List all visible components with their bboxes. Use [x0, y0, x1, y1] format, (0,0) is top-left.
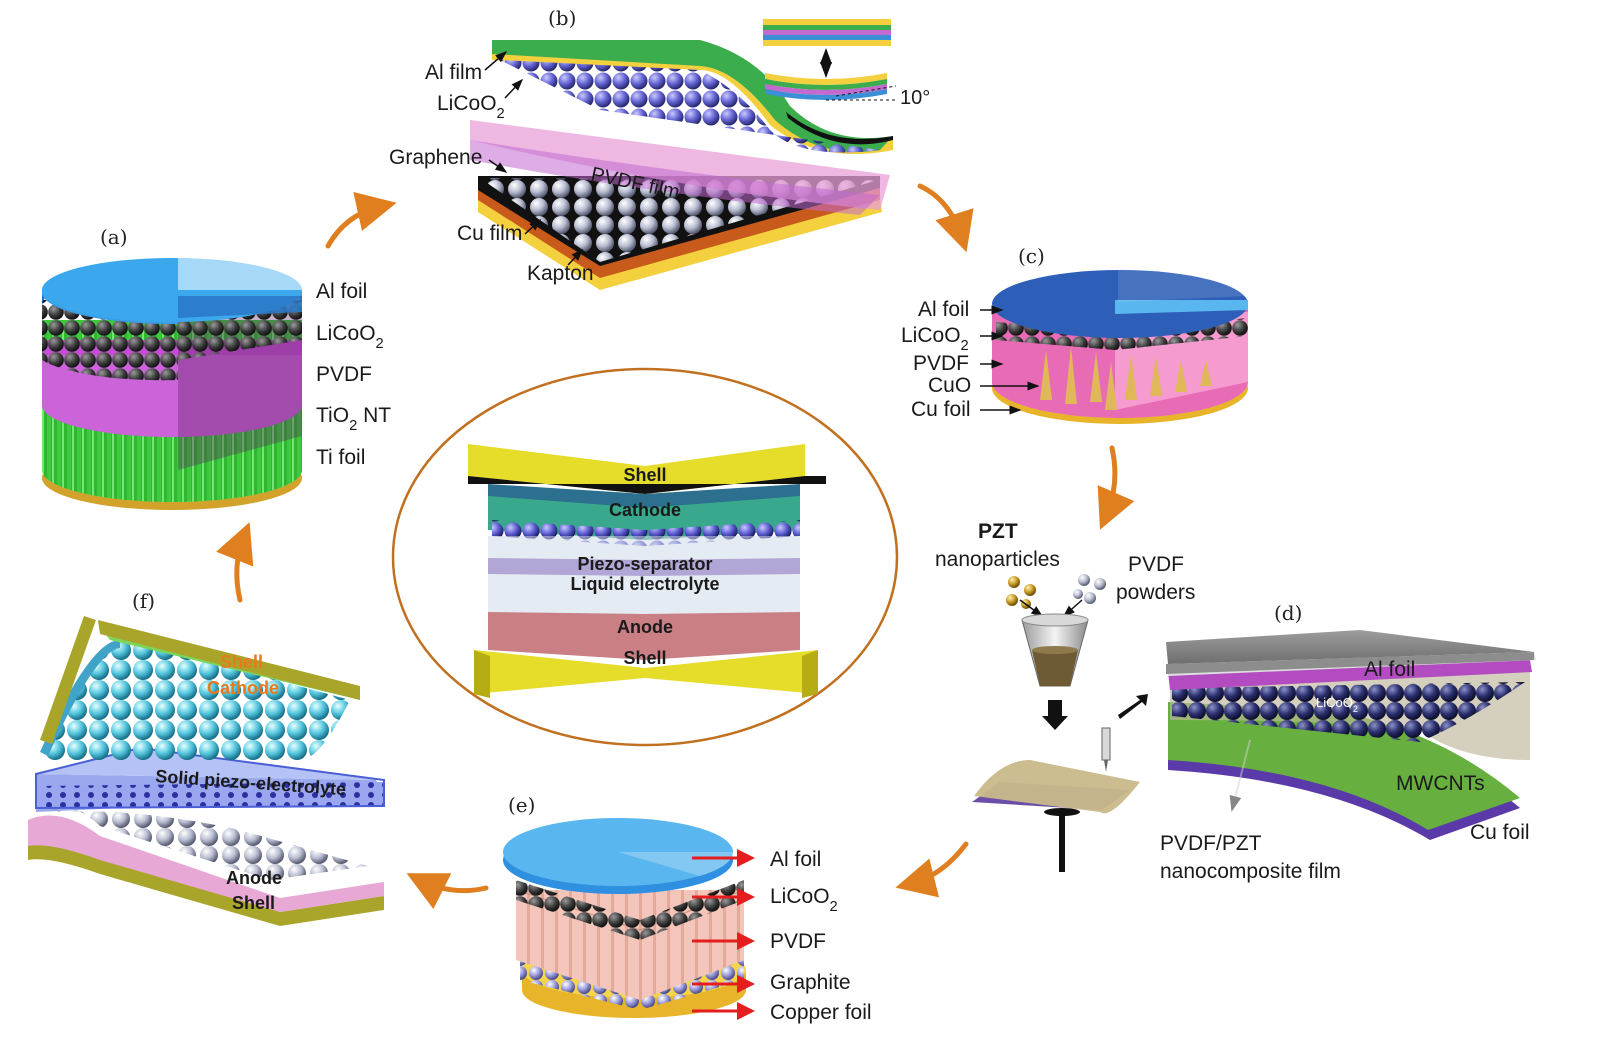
panel-d-label-cu-foil: Cu foil [1470, 821, 1530, 844]
panel-b-angle-label: 10° [900, 87, 930, 109]
panel-c-label-cuo: CuO [928, 374, 971, 397]
center-ellipse-outline [391, 367, 899, 747]
center-label-shell-bottom: Shell [623, 648, 666, 668]
panel-b-label-al-film: Al film [425, 61, 482, 84]
panel-c-tag: (c) [1018, 244, 1045, 268]
panel-d-labels-top: PZT nanoparticles PVDF powders [935, 520, 1195, 604]
panel-d-label-pvdf: PVDF [1128, 553, 1184, 576]
panel-d: (d) PZT nanoparticles PVDF powders [935, 520, 1536, 883]
panel-b-bend-inset: 10° [763, 19, 930, 109]
panel-d-label-licoo2: LiCoO2 [1316, 695, 1358, 714]
panel-f-label-cathode: Cathode [207, 678, 279, 698]
panel-d-label-nanocomposite-film: nanocomposite film [1160, 860, 1341, 883]
center-panel: Shell Cathode Piezo-separator Liquid ele… [391, 367, 899, 747]
panel-d-label-pzt: PZT [978, 520, 1018, 543]
panel-c-labels: Al foil LiCoO2 PVDF CuO Cu foil [901, 298, 1040, 421]
center-label-cathode: Cathode [609, 500, 681, 520]
center-labels: Shell Cathode Piezo-separator Liquid ele… [570, 465, 719, 668]
panel-d-tag: (d) [1274, 601, 1302, 625]
cycle-arrow-f-to-a [216, 522, 254, 603]
panel-a: (a) Al foil LiCoO2 PVDF TiO2 NT Ti foil [41, 225, 391, 510]
panel-a-label-ti-foil: Ti foil [316, 446, 365, 469]
panel-d-label-al-foil: Al foil [1364, 658, 1415, 681]
center-label-piezo-separator: Piezo-separator [577, 554, 712, 574]
panel-d-labels-film: Al foil LiCoO2 MWCNTs Cu foil PVDF/PZT n… [1160, 658, 1530, 883]
panel-d-film-illustration [1166, 630, 1536, 840]
panel-c-label-pvdf: PVDF [913, 352, 969, 375]
panel-a-cell-illustration [41, 258, 303, 510]
panel-e-cell-illustration [503, 818, 746, 1018]
panel-e-labels: Al foil LiCoO2 PVDF Graphite Copper foil [770, 848, 872, 1024]
panel-e-tag: (e) [508, 793, 535, 817]
panel-b-tag: (b) [548, 6, 576, 30]
cycle-arrow-b-to-c [917, 183, 974, 253]
panel-e-label-licoo2: LiCoO2 [770, 885, 838, 915]
panel-e-label-al-foil: Al foil [770, 848, 821, 871]
center-label-shell-top: Shell [623, 465, 666, 485]
center-cell-illustration [468, 444, 826, 698]
center-label-anode: Anode [617, 617, 673, 637]
panel-a-labels: Al foil LiCoO2 PVDF TiO2 NT Ti foil [316, 280, 391, 469]
panel-b: (b) 10° [389, 6, 930, 290]
panel-f: (f) Shell Cathode Solid piezo-electrolyt… [28, 589, 385, 926]
center-label-liquid-electrolyte: Liquid electrolyte [570, 574, 719, 594]
panel-e-red-arrows [692, 849, 755, 1020]
cycle-arrow-d-to-e [895, 841, 969, 898]
panel-b-label-licoo2: LiCoO2 [437, 92, 505, 122]
panel-e-label-graphite: Graphite [770, 971, 851, 994]
panel-b-label-kapton: Kapton [527, 262, 594, 285]
panel-c-label-cu-foil: Cu foil [911, 398, 971, 421]
panel-e-label-pvdf: PVDF [770, 930, 826, 953]
panel-c-label-licoo2: LiCoO2 [901, 324, 969, 354]
panel-f-label-shell-top: Shell [220, 652, 263, 672]
panel-f-stack-illustration [28, 616, 385, 926]
panel-e-label-copper-foil: Copper foil [770, 1001, 872, 1024]
panel-d-label-nanoparticles: nanoparticles [935, 548, 1060, 571]
panel-a-label-pvdf: PVDF [316, 363, 372, 386]
panel-c-label-al-foil: Al foil [918, 298, 969, 321]
panel-b-label-cu-film: Cu film [457, 222, 522, 245]
panel-c-cell-illustration [992, 269, 1248, 424]
cycle-arrow-a-to-b [325, 191, 397, 249]
panel-b-stack-illustration [470, 40, 893, 290]
panel-c: (c) Al foil LiCoO2 PVDF CuO [901, 244, 1248, 424]
cycle-arrow-c-to-d [1097, 445, 1135, 530]
panel-f-label-anode: Anode [226, 868, 282, 888]
panel-d-process-illustration [972, 574, 1148, 872]
cycle-arrow-e-to-f [406, 873, 489, 910]
panel-d-label-pvdf-pzt: PVDF/PZT [1160, 832, 1262, 855]
panel-b-label-graphene: Graphene [389, 146, 482, 169]
cycle-arrows [216, 183, 1135, 910]
panel-a-label-al-foil: Al foil [316, 280, 367, 303]
panel-e: (e) Al foil LiCoO2 PVDF Graphite Copper … [503, 793, 872, 1024]
panel-f-tag: (f) [132, 589, 155, 613]
panel-d-label-powders: powders [1116, 581, 1195, 604]
panel-a-label-licoo2: LiCoO2 [316, 322, 384, 352]
panel-f-label-shell-bottom: Shell [232, 893, 275, 913]
panel-a-tag: (a) [100, 225, 128, 249]
panel-a-label-tio2-nt: TiO2 NT [316, 404, 391, 434]
panel-d-label-mwcnts: MWCNTs [1396, 772, 1485, 795]
